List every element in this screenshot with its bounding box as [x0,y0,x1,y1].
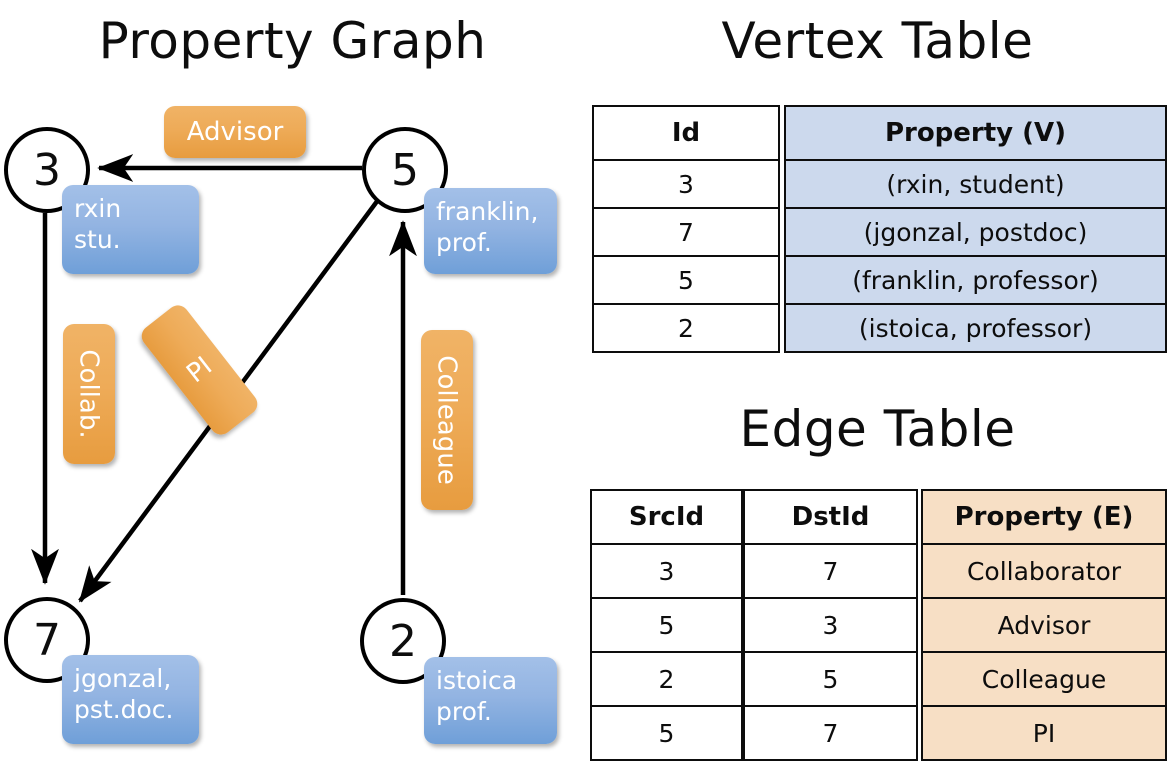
vertex-table-id-column: Id 3 7 5 2 [592,105,780,353]
vertex-property-2-line1: istoica [436,666,518,695]
edge-property-cell: PI [921,705,1167,761]
table-row[interactable]: 5 [592,255,780,305]
vertex-table-header-property: Property (V) [784,105,1167,161]
edge-table-property-column: Property (E) Collaborator Advisor Collea… [921,489,1167,761]
edge-table-header-srcid: SrcId [590,489,743,545]
table-row[interactable]: Colleague [921,651,1167,707]
vertex-property-7-line1: jgonzal, [74,664,172,693]
page-title-edge-table: Edge Table [739,400,1016,458]
table-row[interactable]: 3 [590,543,743,599]
vertex-property-cell: (rxin, student) [784,159,1167,209]
vertex-property-box-5: franklin, prof. [424,188,557,274]
edge-table-header-dstid: DstId [743,489,918,545]
vertex-property-3-line2: stu. [74,224,121,254]
vertex-property-box-7: jgonzal, pst.doc. [62,655,199,744]
table-header-row: Id [592,105,780,161]
table-header-row: SrcId [590,489,743,545]
vertex-property-5-line2: prof. [436,227,492,257]
vertex-table-header-id: Id [592,105,780,161]
vertex-table-property-column: Property (V) (rxin, student) (jgonzal, p… [784,105,1167,353]
edge-dst-cell: 7 [743,705,918,761]
edge-table-header-property: Property (E) [921,489,1167,545]
graph-node-5[interactable]: 5 [362,127,448,213]
table-row[interactable]: 3 [743,597,918,653]
table-row[interactable]: (franklin, professor) [784,255,1167,305]
edge-label-advisor-text: Advisor [186,117,284,147]
edge-label-collab: Collab. [63,324,115,464]
edge-table-dstid-column: DstId 7 3 5 7 [743,489,918,761]
table-header-row: Property (V) [784,105,1167,161]
table-row[interactable]: 2 [592,303,780,353]
edge-table-srcid-column: SrcId 3 5 2 5 [590,489,743,761]
edge-label-collab-text: Collab. [74,349,104,439]
table-row[interactable]: 7 [592,207,780,257]
vertex-property-cell: (jgonzal, postdoc) [784,207,1167,257]
table-row[interactable]: (jgonzal, postdoc) [784,207,1167,257]
vertex-property-cell: (franklin, professor) [784,255,1167,305]
edge-dst-cell: 7 [743,543,918,599]
table-row[interactable]: 7 [743,543,918,599]
property-graph-diagram: 3 5 7 2 rxin stu. franklin, prof. jgonza… [0,0,585,760]
table-row[interactable]: 5 [743,651,918,707]
vertex-property-cell: (istoica, professor) [784,303,1167,353]
graph-node-2[interactable]: 2 [360,598,446,684]
page-title-property-graph: Property Graph [98,12,487,70]
table-row[interactable]: Advisor [921,597,1167,653]
edge-src-cell: 2 [590,651,743,707]
vertex-id-cell: 2 [592,303,780,353]
table-row[interactable]: Collaborator [921,543,1167,599]
table-row[interactable]: 5 [590,597,743,653]
vertex-property-7-line2: pst.doc. [74,694,174,724]
table-row[interactable]: 5 [590,705,743,761]
edge-property-cell: Collaborator [921,543,1167,599]
table-row[interactable]: 3 [592,159,780,209]
vertex-property-box-2: istoica prof. [424,657,557,744]
vertex-id-cell: 5 [592,255,780,305]
table-header-row: Property (E) [921,489,1167,545]
table-header-row: DstId [743,489,918,545]
edge-label-colleague-text: Colleague [432,355,463,485]
edge-src-cell: 5 [590,597,743,653]
edge-label-pi-text: PI [181,350,218,390]
table-row[interactable]: (rxin, student) [784,159,1167,209]
vertex-property-box-3: rxin stu. [62,185,199,274]
edge-src-cell: 5 [590,705,743,761]
vertex-id-cell: 3 [592,159,780,209]
table-row[interactable]: 2 [590,651,743,707]
edge-label-colleague: Colleague [421,330,473,510]
vertex-property-2-line2: prof. [436,696,492,726]
table-row[interactable]: PI [921,705,1167,761]
page-title-vertex-table: Vertex Table [721,12,1034,70]
vertex-property-3-line1: rxin [74,194,122,223]
vertex-property-5-line1: franklin, [436,197,539,226]
edge-property-cell: Colleague [921,651,1167,707]
edge-dst-cell: 3 [743,597,918,653]
table-row[interactable]: (istoica, professor) [784,303,1167,353]
vertex-id-cell: 7 [592,207,780,257]
edge-label-advisor: Advisor [164,106,306,158]
edge-property-cell: Advisor [921,597,1167,653]
table-row[interactable]: 7 [743,705,918,761]
edge-dst-cell: 5 [743,651,918,707]
edge-src-cell: 3 [590,543,743,599]
